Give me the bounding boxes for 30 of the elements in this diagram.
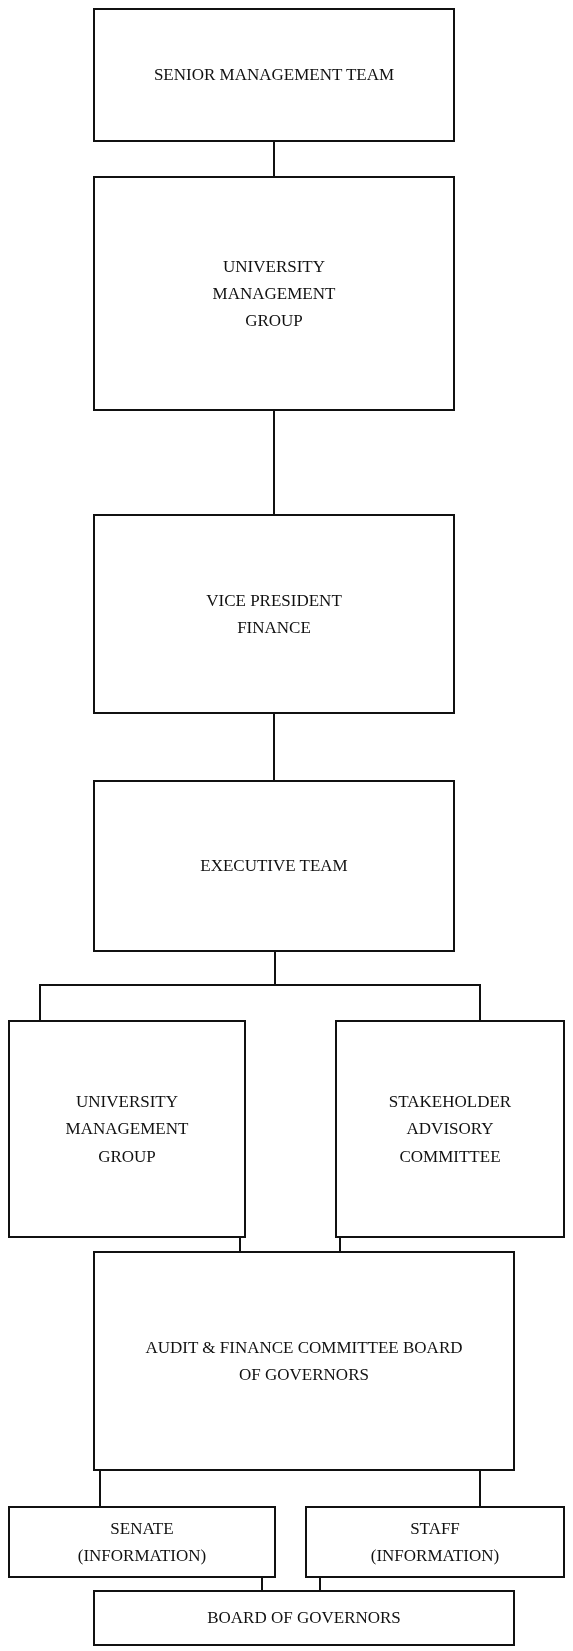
org-box	[335, 1020, 565, 1238]
box-label: UNIVERSITY MANAGEMENT GROUP	[211, 255, 337, 333]
org-box	[93, 8, 455, 142]
connector-line	[261, 1577, 263, 1591]
box-label: UNIVERSITY MANAGEMENT GROUP	[64, 1091, 190, 1168]
box-label: VICE PRESIDENT FINANCE	[205, 589, 343, 639]
connector-line	[239, 1237, 241, 1252]
org-box	[93, 1251, 515, 1471]
connector-line	[273, 410, 275, 515]
connector-line	[319, 1577, 321, 1591]
box-label: EXECUTIVE TEAM	[200, 855, 348, 878]
org-box	[8, 1506, 276, 1578]
box-label: BOARD OF GOVERNORS	[207, 1607, 401, 1630]
org-box	[305, 1506, 565, 1578]
org-box	[93, 780, 455, 952]
connector-line	[273, 141, 275, 177]
org-box	[93, 514, 455, 714]
connector-line	[273, 713, 275, 781]
box-label: AUDIT & FINANCE COMMITTEE BOARD OF GOVERNORS	[144, 1336, 464, 1386]
org-box	[93, 1590, 515, 1646]
connector-line	[274, 951, 481, 1021]
box-label: SENIOR MANAGEMENT TEAM	[153, 64, 395, 87]
box-label: SENATE (INFORMATION)	[76, 1517, 208, 1567]
org-box	[8, 1020, 246, 1238]
connector-line	[99, 1470, 101, 1507]
box-label: STAKEHOLDER ADVISORY COMMITTEE	[387, 1091, 513, 1168]
org-box	[93, 176, 455, 411]
connector-line	[479, 1470, 481, 1507]
box-label: STAFF (INFORMATION)	[369, 1517, 501, 1567]
connector-line	[339, 1237, 341, 1252]
